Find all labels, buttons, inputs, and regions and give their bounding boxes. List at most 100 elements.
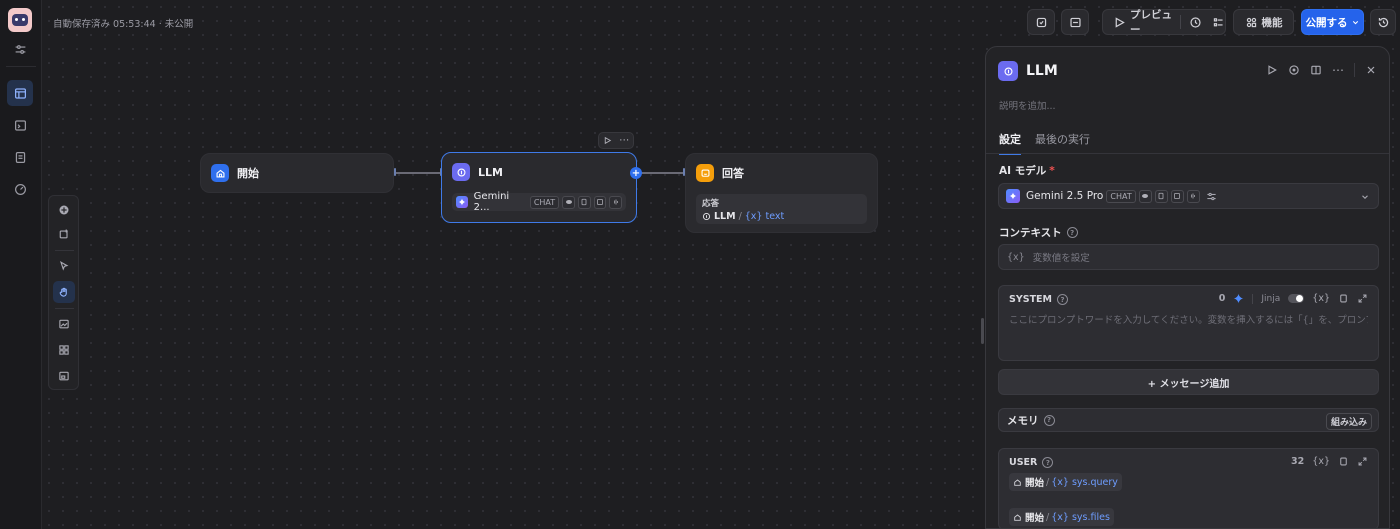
context-label: コンテキスト: [999, 227, 1062, 239]
user-prompt-editor[interactable]: USER ? 32 {x} 開始 / {x} sys.query 開始 / {x…: [998, 448, 1379, 528]
run-node-play-icon[interactable]: [603, 136, 612, 145]
document-icon: [1154, 189, 1168, 203]
audio-icon: [609, 195, 622, 209]
close-icon[interactable]: [1365, 64, 1377, 76]
jinja-label: Jinja: [1261, 293, 1281, 304]
monitor-gauge-icon[interactable]: [7, 176, 33, 202]
help-icon[interactable]: ?: [1066, 227, 1078, 238]
help-circle-icon[interactable]: [1288, 64, 1300, 76]
panel-llm-icon: [998, 61, 1018, 81]
memory-label: メモリ: [1007, 414, 1039, 427]
organize-blocks-icon[interactable]: [53, 339, 75, 361]
minimap-icon[interactable]: [53, 365, 75, 387]
context-section: コンテキスト ?: [999, 225, 1078, 240]
home-icon: [211, 164, 229, 182]
add-node-icon[interactable]: [53, 199, 75, 221]
split-view-icon[interactable]: [1310, 64, 1322, 76]
help-icon[interactable]: ?: [1042, 457, 1054, 468]
left-rail: [0, 0, 42, 529]
node-llm[interactable]: LLM Gemini 2... CHAT +: [441, 152, 642, 223]
ai-model-section: AI モデル *: [999, 163, 1055, 178]
play-icon[interactable]: [1113, 16, 1126, 29]
expand-icon[interactable]: [1357, 293, 1368, 304]
preview-button[interactable]: プレビュー: [1130, 9, 1172, 36]
more-icon[interactable]: ⋯: [619, 134, 630, 146]
version-history-button[interactable]: [1370, 9, 1396, 35]
publish-button[interactable]: 公開する: [1301, 9, 1364, 35]
hand-icon[interactable]: [53, 281, 75, 303]
node-start[interactable]: 開始: [200, 153, 394, 193]
checklist-icon[interactable]: [1212, 16, 1225, 29]
answer-input-port[interactable]: [683, 168, 685, 176]
export-image-icon[interactable]: [53, 313, 75, 335]
checklist-icon-button[interactable]: [1027, 9, 1055, 35]
model-params-icon[interactable]: [1206, 191, 1217, 202]
add-next-node-plus-icon[interactable]: +: [630, 167, 642, 179]
variable-icon: {x}: [1007, 251, 1025, 263]
preview-group: プレビュー: [1102, 9, 1226, 36]
panel-title[interactable]: LLM: [1026, 63, 1058, 79]
gemini-icon: [456, 196, 468, 208]
answer-icon: [696, 164, 714, 182]
expand-icon[interactable]: [1357, 456, 1368, 467]
help-icon[interactable]: ?: [1057, 294, 1068, 305]
builtin-memory-button[interactable]: 組み込み: [1325, 413, 1372, 430]
system-prompt-editor[interactable]: SYSTEM ? 0 Jinja {x} ここにプロンプトワードを入力してくださ…: [998, 285, 1379, 361]
start-output-port[interactable]: [394, 168, 396, 176]
answer-output-field: 応答 LLM / {x} text: [696, 194, 867, 224]
vision-icon: [1138, 189, 1152, 203]
app-logo[interactable]: [8, 8, 32, 32]
vision-icon: [562, 195, 575, 209]
variable-source: 開始: [1025, 478, 1045, 489]
pointer-icon[interactable]: [53, 255, 75, 277]
system-prompt-placeholder: ここにプロンプトワードを入力してください。変数を挿入するには「{」を、プロンプト…: [1009, 315, 1368, 326]
model-name: Gemini 2.5 Pro: [1026, 190, 1104, 202]
chevron-down-icon: [1360, 192, 1370, 205]
features-button[interactable]: 機能: [1233, 9, 1294, 35]
model-mode-chip: CHAT: [1106, 189, 1136, 203]
panel-resize-handle[interactable]: [981, 318, 984, 344]
insert-variable-icon[interactable]: {x}: [1312, 293, 1330, 304]
insert-variable-icon[interactable]: {x}: [1312, 456, 1330, 467]
node-llm-title: LLM: [478, 165, 503, 179]
tab-settings[interactable]: 設定: [999, 131, 1021, 155]
user-label: USER: [1009, 457, 1038, 468]
jinja-toggle[interactable]: [1288, 294, 1305, 303]
copy-icon[interactable]: [1338, 293, 1349, 304]
model-selector[interactable]: Gemini 2.5 Pro CHAT: [998, 183, 1379, 209]
add-message-button[interactable]: + メッセージ追加: [998, 369, 1379, 395]
settings-sliders-icon[interactable]: [7, 36, 33, 62]
chevron-down-icon: [1352, 20, 1358, 24]
logs-icon[interactable]: [7, 144, 33, 170]
variable-source: 開始: [1025, 513, 1045, 524]
run-step-play-icon[interactable]: [1266, 64, 1278, 76]
features-icon: [1246, 17, 1256, 27]
tab-last-run[interactable]: 最後の実行: [1035, 133, 1090, 146]
system-token-count: 0: [1218, 293, 1226, 304]
add-note-icon[interactable]: [53, 223, 75, 245]
variable-name: {x} sys.files: [1051, 511, 1110, 523]
ai-model-label: AI モデル: [999, 165, 1047, 177]
home-icon: [1014, 478, 1021, 486]
orchestrate-icon[interactable]: [7, 80, 33, 106]
answer-ref-var: {x} text: [744, 211, 785, 222]
context-placeholder: 変数値を設定: [1032, 253, 1090, 264]
context-variable-input[interactable]: {x} 変数値を設定: [998, 244, 1379, 270]
ai-generate-sparkle-icon[interactable]: [1233, 293, 1244, 304]
env-variable-icon-button[interactable]: [1061, 9, 1089, 35]
run-history-icon[interactable]: [1189, 16, 1202, 29]
node-answer[interactable]: 回答 応答 LLM / {x} text: [685, 153, 878, 233]
terminal-icon[interactable]: [7, 112, 33, 138]
video-icon: [593, 195, 607, 209]
answer-field-label: 応答: [702, 199, 720, 209]
llm-small-icon: [702, 212, 711, 221]
variable-chip-sys-files[interactable]: 開始 / {x} sys.files: [1009, 508, 1114, 526]
copy-icon[interactable]: [1338, 456, 1349, 467]
variable-chip-sys-query[interactable]: 開始 / {x} sys.query: [1009, 473, 1122, 491]
audio-icon: [1186, 189, 1200, 203]
description-input[interactable]: 説明を追加...: [999, 101, 1056, 112]
node-mini-toolbar: ⋯: [598, 132, 634, 149]
more-options-icon[interactable]: ⋯: [1332, 63, 1344, 77]
help-icon[interactable]: ?: [1043, 414, 1055, 426]
edge-start-llm: [395, 172, 441, 174]
